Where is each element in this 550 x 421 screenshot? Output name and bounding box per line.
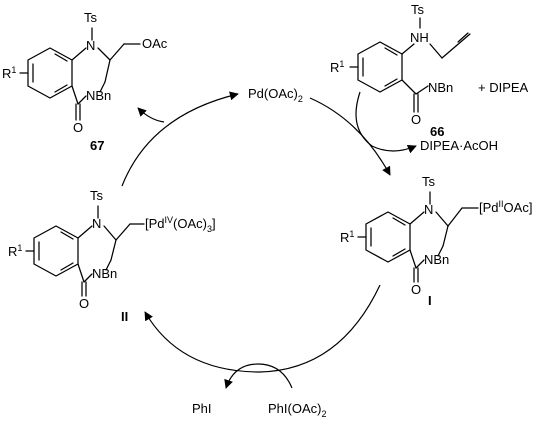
arrow-substrate-in — [355, 91, 417, 154]
ii-ts-label: Ts — [90, 188, 104, 203]
arrow-oxidant-exchange — [224, 363, 293, 389]
arrow-i-to-ii — [144, 284, 381, 373]
product-ts-label: Ts — [84, 10, 98, 25]
arrow-product-release — [137, 107, 165, 123]
substrate-nbn-label: NBn — [428, 80, 453, 95]
i-r-label: R1 — [340, 229, 354, 245]
ii-r-label: R1 — [8, 243, 22, 259]
arrow-pd-to-i — [309, 97, 391, 176]
ii-nbn-label: NBn — [92, 266, 117, 281]
oxidant-label: PhI(OAc)2 — [268, 401, 326, 419]
substrate-reagent-label: + DIPEA — [478, 80, 529, 95]
substrate-o-label: O — [411, 112, 421, 127]
product-number-67: 67 — [90, 138, 104, 153]
ii-n-label: N — [92, 216, 101, 231]
ii-number-label: II — [121, 309, 128, 324]
substrate-number-66: 66 — [430, 124, 444, 139]
substrate-66-structure — [349, 17, 471, 113]
catalyst-label: Pd(OAc)2 — [248, 86, 303, 104]
reduced-label: PhI — [192, 401, 212, 416]
substrate-ts-label: Ts — [411, 2, 425, 17]
i-nbn-label: NBn — [424, 252, 449, 267]
substrate-nh-label: NH — [410, 30, 429, 45]
product-oac-label: OAc — [142, 36, 168, 51]
product-nbn-label: NBn — [86, 88, 111, 103]
arrow-ii-to-pd — [121, 91, 239, 187]
product-n-label: N — [86, 38, 95, 53]
product-67-structure — [19, 27, 141, 121]
substrate-r-label: R1 — [330, 59, 344, 75]
intermediate-ii-structure — [25, 205, 145, 297]
i-ts-label: Ts — [422, 174, 436, 189]
ii-pd-label: [PdIV(OAc)3] — [145, 215, 216, 234]
i-n-label: N — [424, 202, 433, 217]
i-number-label: I — [428, 293, 432, 308]
byproduct-label: DIPEA·AcOH — [420, 138, 498, 153]
intermediate-i-structure — [357, 191, 479, 283]
i-pd-label: [PdIIOAc] — [479, 199, 532, 215]
i-o-label: O — [411, 282, 421, 297]
ii-o-label: O — [79, 296, 89, 311]
product-r-label: R1 — [2, 65, 16, 81]
product-o-label: O — [73, 120, 83, 135]
